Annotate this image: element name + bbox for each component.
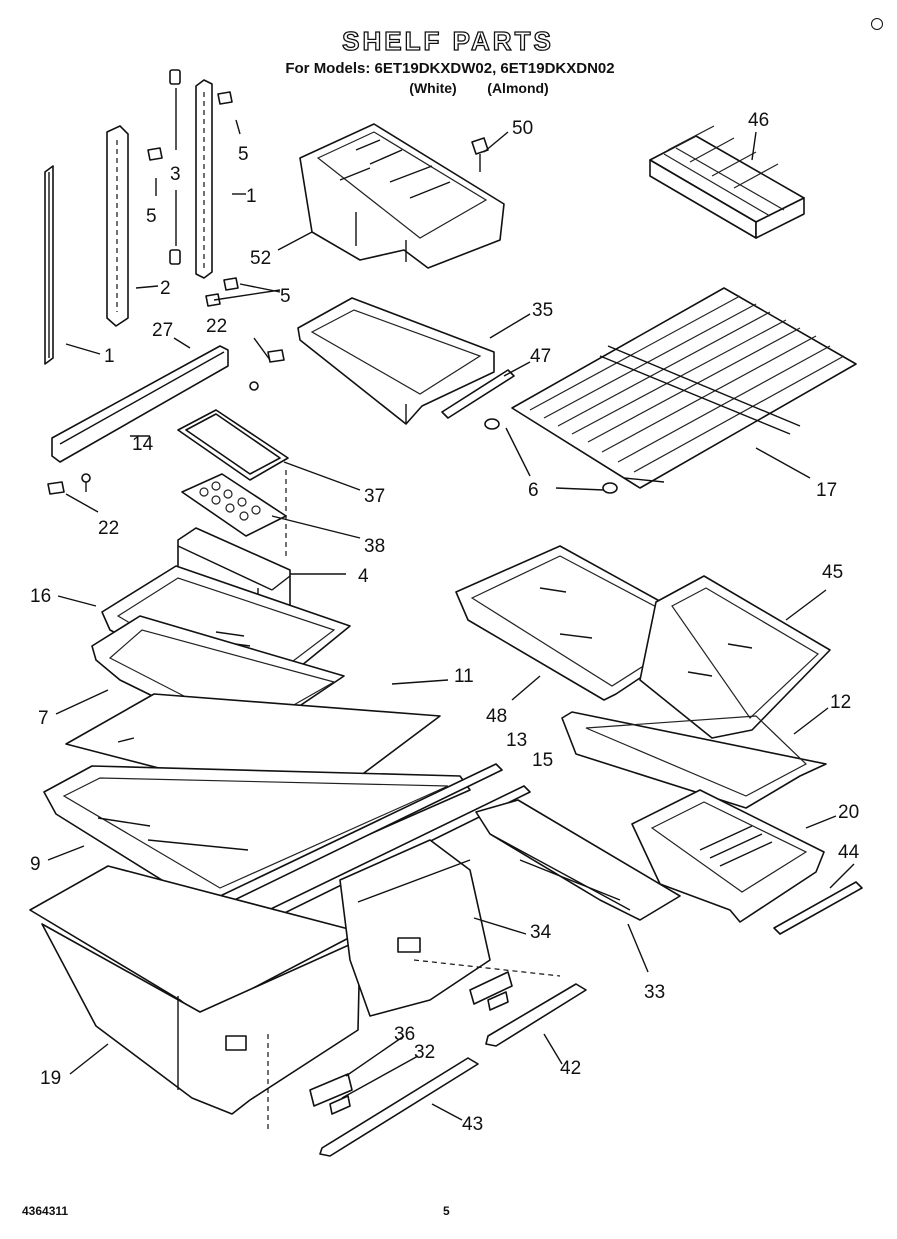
callout-1a: 1 [104, 346, 115, 367]
meat-pan-cover [299, 123, 505, 269]
callout-22a: 22 [206, 316, 227, 337]
callout-38: 38 [364, 536, 385, 557]
callout-44: 44 [838, 842, 860, 863]
glass-shelf-45 [639, 575, 831, 739]
callout-50: 50 [512, 118, 533, 139]
handle-42 [485, 983, 587, 1047]
crisper-cover-bracket [475, 799, 681, 921]
callout-43: 43 [462, 1114, 483, 1135]
callout-33: 33 [644, 982, 665, 1003]
drawer-slides [309, 971, 513, 1115]
variant-white: (White) [409, 80, 457, 96]
callout-1b: 1 [246, 186, 257, 207]
callout-47: 47 [530, 346, 551, 367]
callout-17: 17 [816, 480, 837, 501]
callout-32: 32 [414, 1042, 435, 1063]
callout-48: 48 [486, 706, 507, 727]
callout-34: 34 [530, 922, 552, 943]
callout-7: 7 [38, 708, 49, 729]
page-title: SHELF PARTS [342, 25, 554, 56]
document-number: 4364311 [22, 1204, 69, 1218]
deli-pan [631, 789, 825, 923]
callout-13: 13 [506, 730, 527, 751]
callout-37: 37 [364, 486, 385, 507]
shelf-clips [484, 418, 618, 494]
callout-labels: 1 1 2 3 5 5 5 22 22 27 14 37 38 4 16 7 1… [30, 110, 860, 1135]
callout-5b: 5 [146, 206, 157, 227]
callout-46: 46 [748, 110, 769, 131]
callout-22b: 22 [98, 518, 119, 539]
leader-lines [47, 119, 855, 1121]
wire-shelf [511, 287, 857, 489]
callout-36: 36 [394, 1024, 415, 1045]
shelf-support-rail-left [44, 165, 54, 365]
crisper-drawer-right [339, 839, 491, 1017]
callout-45: 45 [822, 562, 843, 583]
callout-35: 35 [532, 300, 553, 321]
callout-12: 12 [830, 692, 851, 713]
screw-50 [471, 137, 489, 172]
ice-cube-tray [649, 125, 805, 239]
rail-end-caps [169, 69, 181, 265]
trim-strip-44 [773, 881, 863, 935]
trim-clips [81, 381, 259, 492]
callout-42: 42 [560, 1058, 581, 1079]
shelf-support-rail-right [195, 79, 213, 279]
trim-strip-47 [441, 369, 515, 419]
models-line: For Models: 6ET19DKXDW02, 6ET19DKXDN02 [285, 60, 615, 77]
callout-19: 19 [40, 1068, 61, 1089]
callout-15: 15 [532, 750, 553, 771]
callout-2: 2 [160, 278, 171, 299]
callout-4: 4 [358, 566, 369, 587]
callout-9: 9 [30, 854, 41, 875]
callout-20: 20 [838, 802, 859, 823]
page-number: 5 [443, 1204, 450, 1218]
dashed-guide-right [413, 959, 561, 977]
shelf-frame-12 [561, 711, 827, 809]
callout-16: 16 [30, 586, 51, 607]
egg-tray [181, 473, 287, 537]
callout-14: 14 [132, 434, 154, 455]
crisper-drawer-left [29, 865, 361, 1115]
callout-11: 11 [454, 666, 474, 687]
hole-punch-mark [871, 18, 883, 30]
shelf-support-rail-middle [106, 125, 129, 327]
handle-43 [319, 1057, 479, 1157]
shelf-front-trim-bar [51, 345, 229, 463]
callout-5a: 5 [238, 144, 249, 165]
variant-almond: (Almond) [487, 80, 549, 96]
callout-6: 6 [528, 480, 539, 501]
callout-3: 3 [170, 164, 181, 185]
callout-52: 52 [250, 248, 271, 269]
meat-pan [297, 297, 495, 425]
dairy-lid [177, 409, 289, 481]
callout-5c: 5 [280, 286, 291, 307]
callout-27: 27 [152, 320, 173, 341]
